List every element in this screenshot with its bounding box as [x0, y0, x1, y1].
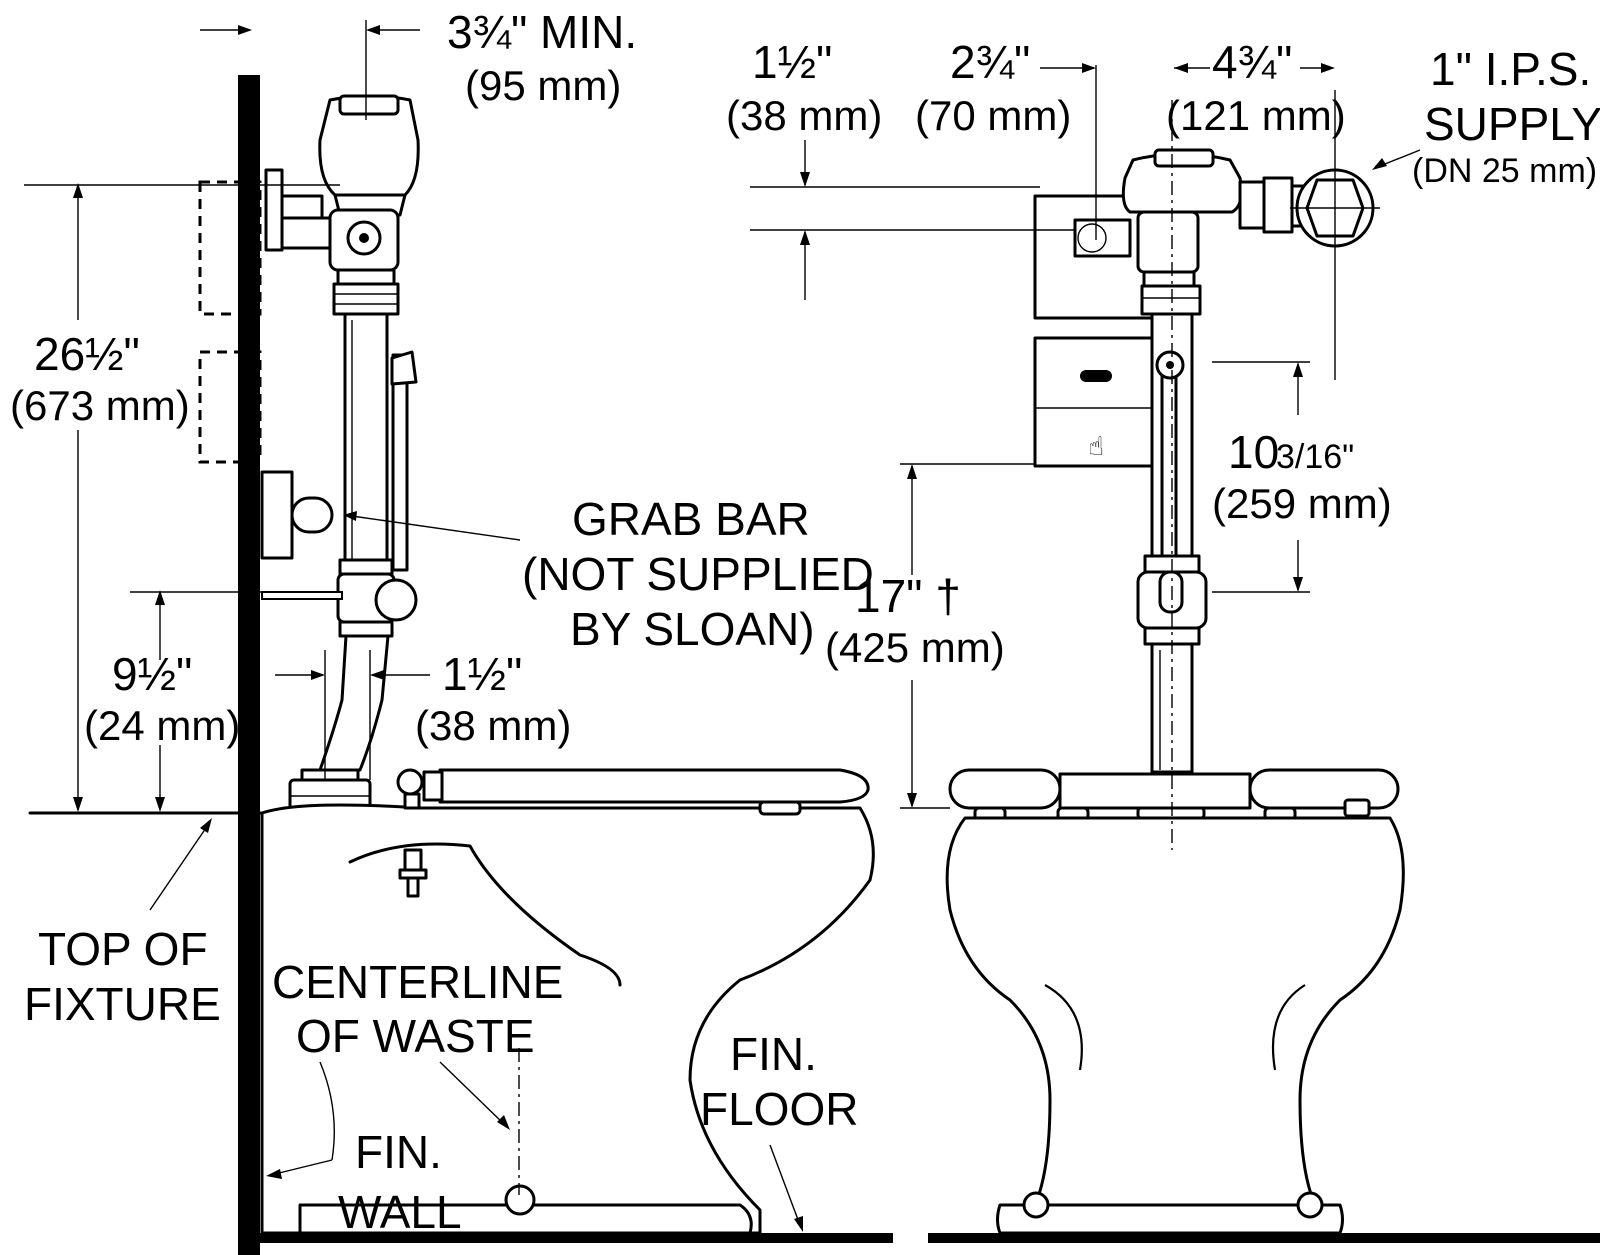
label-fin-floor: FIN.	[730, 1028, 817, 1080]
label-bar-height-mm: (259 mm)	[1212, 480, 1392, 527]
label-grab-bar-note-2: BY SLOAN)	[570, 603, 815, 655]
grab-bar-flange	[260, 470, 294, 560]
label-bar-height: 10	[1228, 426, 1279, 478]
label-fixture: FIXTURE	[24, 978, 221, 1030]
label-wall: WALL	[338, 1186, 462, 1238]
label-supply-offset: 4¾"	[1212, 36, 1292, 88]
label-fin-wall: FIN.	[355, 1126, 442, 1178]
label-supply: SUPPLY	[1424, 98, 1600, 150]
label-centerline: CENTERLINE	[272, 956, 563, 1008]
label-front-offset: 1½"	[752, 36, 832, 88]
label-of-waste: OF WASTE	[296, 1010, 535, 1062]
label-min-clearance: 3¾" MIN.	[447, 6, 637, 58]
seat-left	[948, 768, 1062, 810]
label-height-stop: 9½"	[112, 648, 192, 700]
finished-floor-left	[238, 1233, 893, 1243]
side-dimensions	[24, 20, 803, 1232]
label-height-stop-mm: (24 mm)	[84, 702, 240, 749]
label-height-fixture-mm: (673 mm)	[10, 382, 190, 429]
label-top-of-fixture: TOP OF	[38, 923, 208, 975]
label-height-fixture: 26½"	[34, 328, 140, 380]
front-view: ☝	[750, 63, 1600, 1243]
finished-wall	[238, 75, 260, 1255]
label-offset-left: 1½"	[442, 648, 522, 700]
label-grab-bar-note: (NOT SUPPLIED	[522, 548, 874, 600]
sensor-window	[1080, 370, 1112, 382]
override-button-icon: ☝	[1088, 431, 1104, 461]
seat-center	[1058, 772, 1252, 810]
label-sensor-offset: 2¾"	[950, 36, 1030, 88]
finished-floor-right	[928, 1233, 1600, 1243]
seat-right	[1248, 768, 1400, 810]
label-front-offset-mm: (38 mm)	[726, 92, 882, 139]
grab-bar-side	[290, 496, 334, 534]
label-grab-bar: GRAB BAR	[572, 493, 810, 545]
label-offset-left-mm: (38 mm)	[415, 702, 571, 749]
toilet-bowl-front	[945, 816, 1405, 1235]
label-seat-height: 17" †	[855, 570, 961, 622]
label-bar-height-frac: 3/16"	[1276, 438, 1354, 476]
front-dimensions	[750, 63, 1421, 809]
label-supply-offset-mm: (121 mm)	[1166, 92, 1346, 139]
label-seat-height-mm: (425 mm)	[825, 624, 1005, 671]
label-sensor-offset-mm: (70 mm)	[915, 92, 1071, 139]
label-min-clearance-mm: (95 mm)	[465, 62, 621, 109]
toilet-bowl-side	[260, 768, 875, 1235]
wall-box-upper	[198, 180, 262, 316]
label-supply-size: 1" I.P.S.	[1430, 43, 1591, 95]
dimension-labels: 3¾" MIN. (95 mm) 26½" (673 mm) 9½" (24 m…	[10, 6, 1600, 1238]
side-view	[24, 20, 893, 1255]
label-floor: FLOOR	[700, 1083, 858, 1135]
flushometer-valve-side	[264, 94, 420, 814]
label-supply-dn: (DN 25 mm)	[1412, 152, 1597, 190]
sensor-housing	[1033, 336, 1155, 468]
